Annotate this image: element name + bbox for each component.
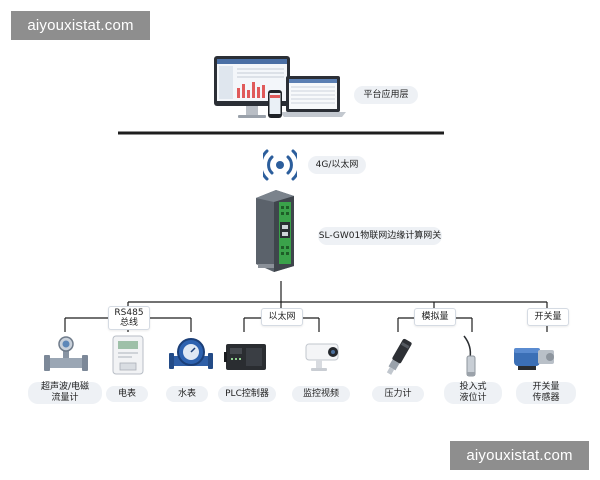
- surveillance-camera-icon: [305, 343, 339, 371]
- electric-meter-label: 电表: [106, 386, 148, 402]
- switch-sensor-label-line2: 传感器: [532, 393, 560, 403]
- switch-bus-label: 开关量: [527, 308, 569, 326]
- flowmeter-label-line2: 流量计: [51, 393, 79, 403]
- platform-computers-icon: [214, 56, 346, 118]
- switch-sensor-icon: [514, 348, 554, 370]
- analog-bus-label-text: 模拟量: [421, 312, 449, 322]
- watermark-bottom: aiyouxistat.com: [450, 441, 589, 470]
- switch-sensor-label-line1: 开关量: [532, 382, 560, 392]
- rs485-bus-label-line1: RS485: [114, 308, 144, 318]
- network-label: 4G/以太网: [308, 156, 366, 174]
- flowmeter-icon: [44, 336, 88, 371]
- water-meter-icon: [169, 338, 213, 369]
- watermark-top: aiyouxistat.com: [11, 11, 150, 40]
- wireless-signal-icon: [263, 149, 297, 181]
- ethernet-bus-label: 以太网: [261, 308, 303, 326]
- level-sensor-label-line1: 投入式: [459, 382, 487, 392]
- flowmeter-label-line1: 超声波/电磁: [40, 382, 90, 392]
- plc-controller-icon: [224, 344, 266, 370]
- pressure-gauge-label: 压力计: [372, 386, 424, 402]
- switch-bus-label-text: 开关量: [534, 312, 562, 322]
- flowmeter-label: 超声波/电磁 流量计: [28, 382, 102, 404]
- plc-controller-label: PLC控制器: [218, 386, 276, 402]
- water-meter-label: 水表: [166, 386, 208, 402]
- surveillance-video-label: 监控视频: [292, 386, 350, 402]
- pressure-gauge-icon: [386, 338, 412, 375]
- level-sensor-icon: [463, 335, 476, 377]
- switch-sensor-label: 开关量 传感器: [516, 382, 576, 404]
- level-sensor-label-line2: 液位计: [459, 393, 487, 403]
- level-sensor-label: 投入式 液位计: [444, 382, 502, 404]
- rs485-bus-label: RS485 总线: [108, 306, 150, 330]
- gateway-label: SL-GW01物联网边缘计算网关: [318, 227, 442, 245]
- platform-layer-label: 平台应用层: [354, 86, 418, 104]
- analog-bus-label: 模拟量: [414, 308, 456, 326]
- rs485-bus-label-line2: 总线: [119, 318, 138, 328]
- ethernet-bus-label-text: 以太网: [268, 312, 296, 322]
- gateway-device-icon: [256, 190, 294, 272]
- electric-meter-icon: [112, 335, 144, 375]
